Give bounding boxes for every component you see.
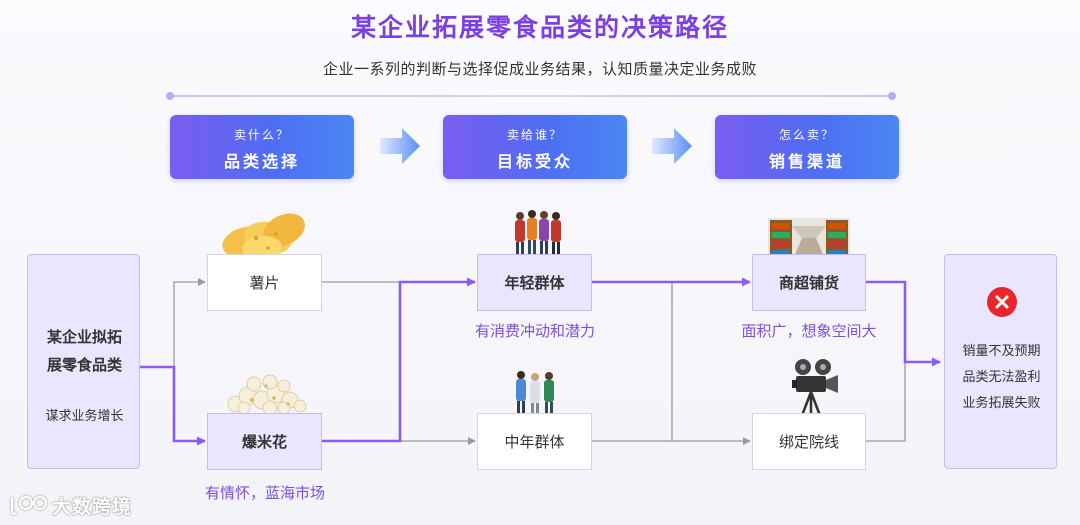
outcome-box: 销量不及预期 品类无法盈利 业务拓展失败 <box>944 254 1057 469</box>
connector-cinema-out <box>866 360 906 442</box>
node-middle: 中年群体 <box>477 413 592 470</box>
fail-cross-icon <box>987 287 1017 317</box>
stage-question: 卖给谁？ <box>506 128 563 142</box>
node-label: 绑定院线 <box>778 433 839 451</box>
start-line-2: 展零食品类 <box>46 356 122 374</box>
node-popcorn: 爆米花 <box>207 413 322 470</box>
stage-category: 卖什么？ 品类选择 <box>170 115 354 179</box>
node-label: 爆米花 <box>241 433 287 451</box>
node-young: 年轻群体 <box>477 254 592 311</box>
node-label: 中年群体 <box>504 433 565 451</box>
node-supermarket: 商超铺货 <box>752 254 866 311</box>
connector-middle-out <box>592 282 673 442</box>
start-goal: 谋求业务增长 <box>45 409 124 424</box>
node-label: 薯片 <box>249 274 280 292</box>
start-line-1: 某企业拟拓 <box>46 328 122 346</box>
brand-watermark: 大数跨境 <box>52 496 133 518</box>
stage-question: 卖什么？ <box>233 128 290 142</box>
stage-name: 销售渠道 <box>768 152 845 171</box>
supermarket-note: 面积广，想象空间大 <box>741 322 877 340</box>
outcome-line-2: 品类无法盈利 <box>962 370 1041 385</box>
node-label: 年轻群体 <box>504 274 565 292</box>
chips-icon <box>222 213 305 261</box>
stage-audience: 卖给谁？ 目标受众 <box>443 115 627 179</box>
node-cinema: 绑定院线 <box>752 413 866 470</box>
divider-dot-right <box>888 92 896 100</box>
connector-to-chips <box>173 278 206 367</box>
stage-name: 品类选择 <box>223 152 300 171</box>
right-arrow-icon <box>652 128 692 164</box>
brand-logo-icon <box>10 495 48 515</box>
stage-channel: 怎么卖？ 销售渠道 <box>715 115 899 179</box>
popcorn-icon <box>227 374 307 416</box>
stage-question: 怎么卖？ <box>778 128 835 142</box>
path-to-young <box>322 277 476 443</box>
popcorn-note: 有情怀，蓝海市场 <box>204 484 325 502</box>
outcome-line-1: 销量不及预期 <box>962 344 1041 359</box>
stage-name: 目标受众 <box>496 152 573 171</box>
divider-dot-left <box>166 92 174 100</box>
page-title: 某企业拓展零食品类的决策路径 <box>350 13 729 42</box>
young-note: 有消费冲动和潜力 <box>474 322 595 340</box>
page-subtitle: 企业一系列的判断与选择促成业务结果，认知质量决定业务成败 <box>322 60 757 78</box>
crowd-icon <box>515 210 561 260</box>
path-to-outcome <box>866 280 941 367</box>
divider <box>170 95 892 97</box>
node-label: 商超铺货 <box>778 274 839 292</box>
path-to-popcorn <box>140 365 206 446</box>
start-box: 某企业拟拓 展零食品类 谋求业务增长 <box>27 254 140 469</box>
outcome-line-3: 业务拓展失败 <box>962 396 1041 411</box>
node-chips: 薯片 <box>207 254 322 311</box>
right-arrow-icon <box>380 128 420 164</box>
